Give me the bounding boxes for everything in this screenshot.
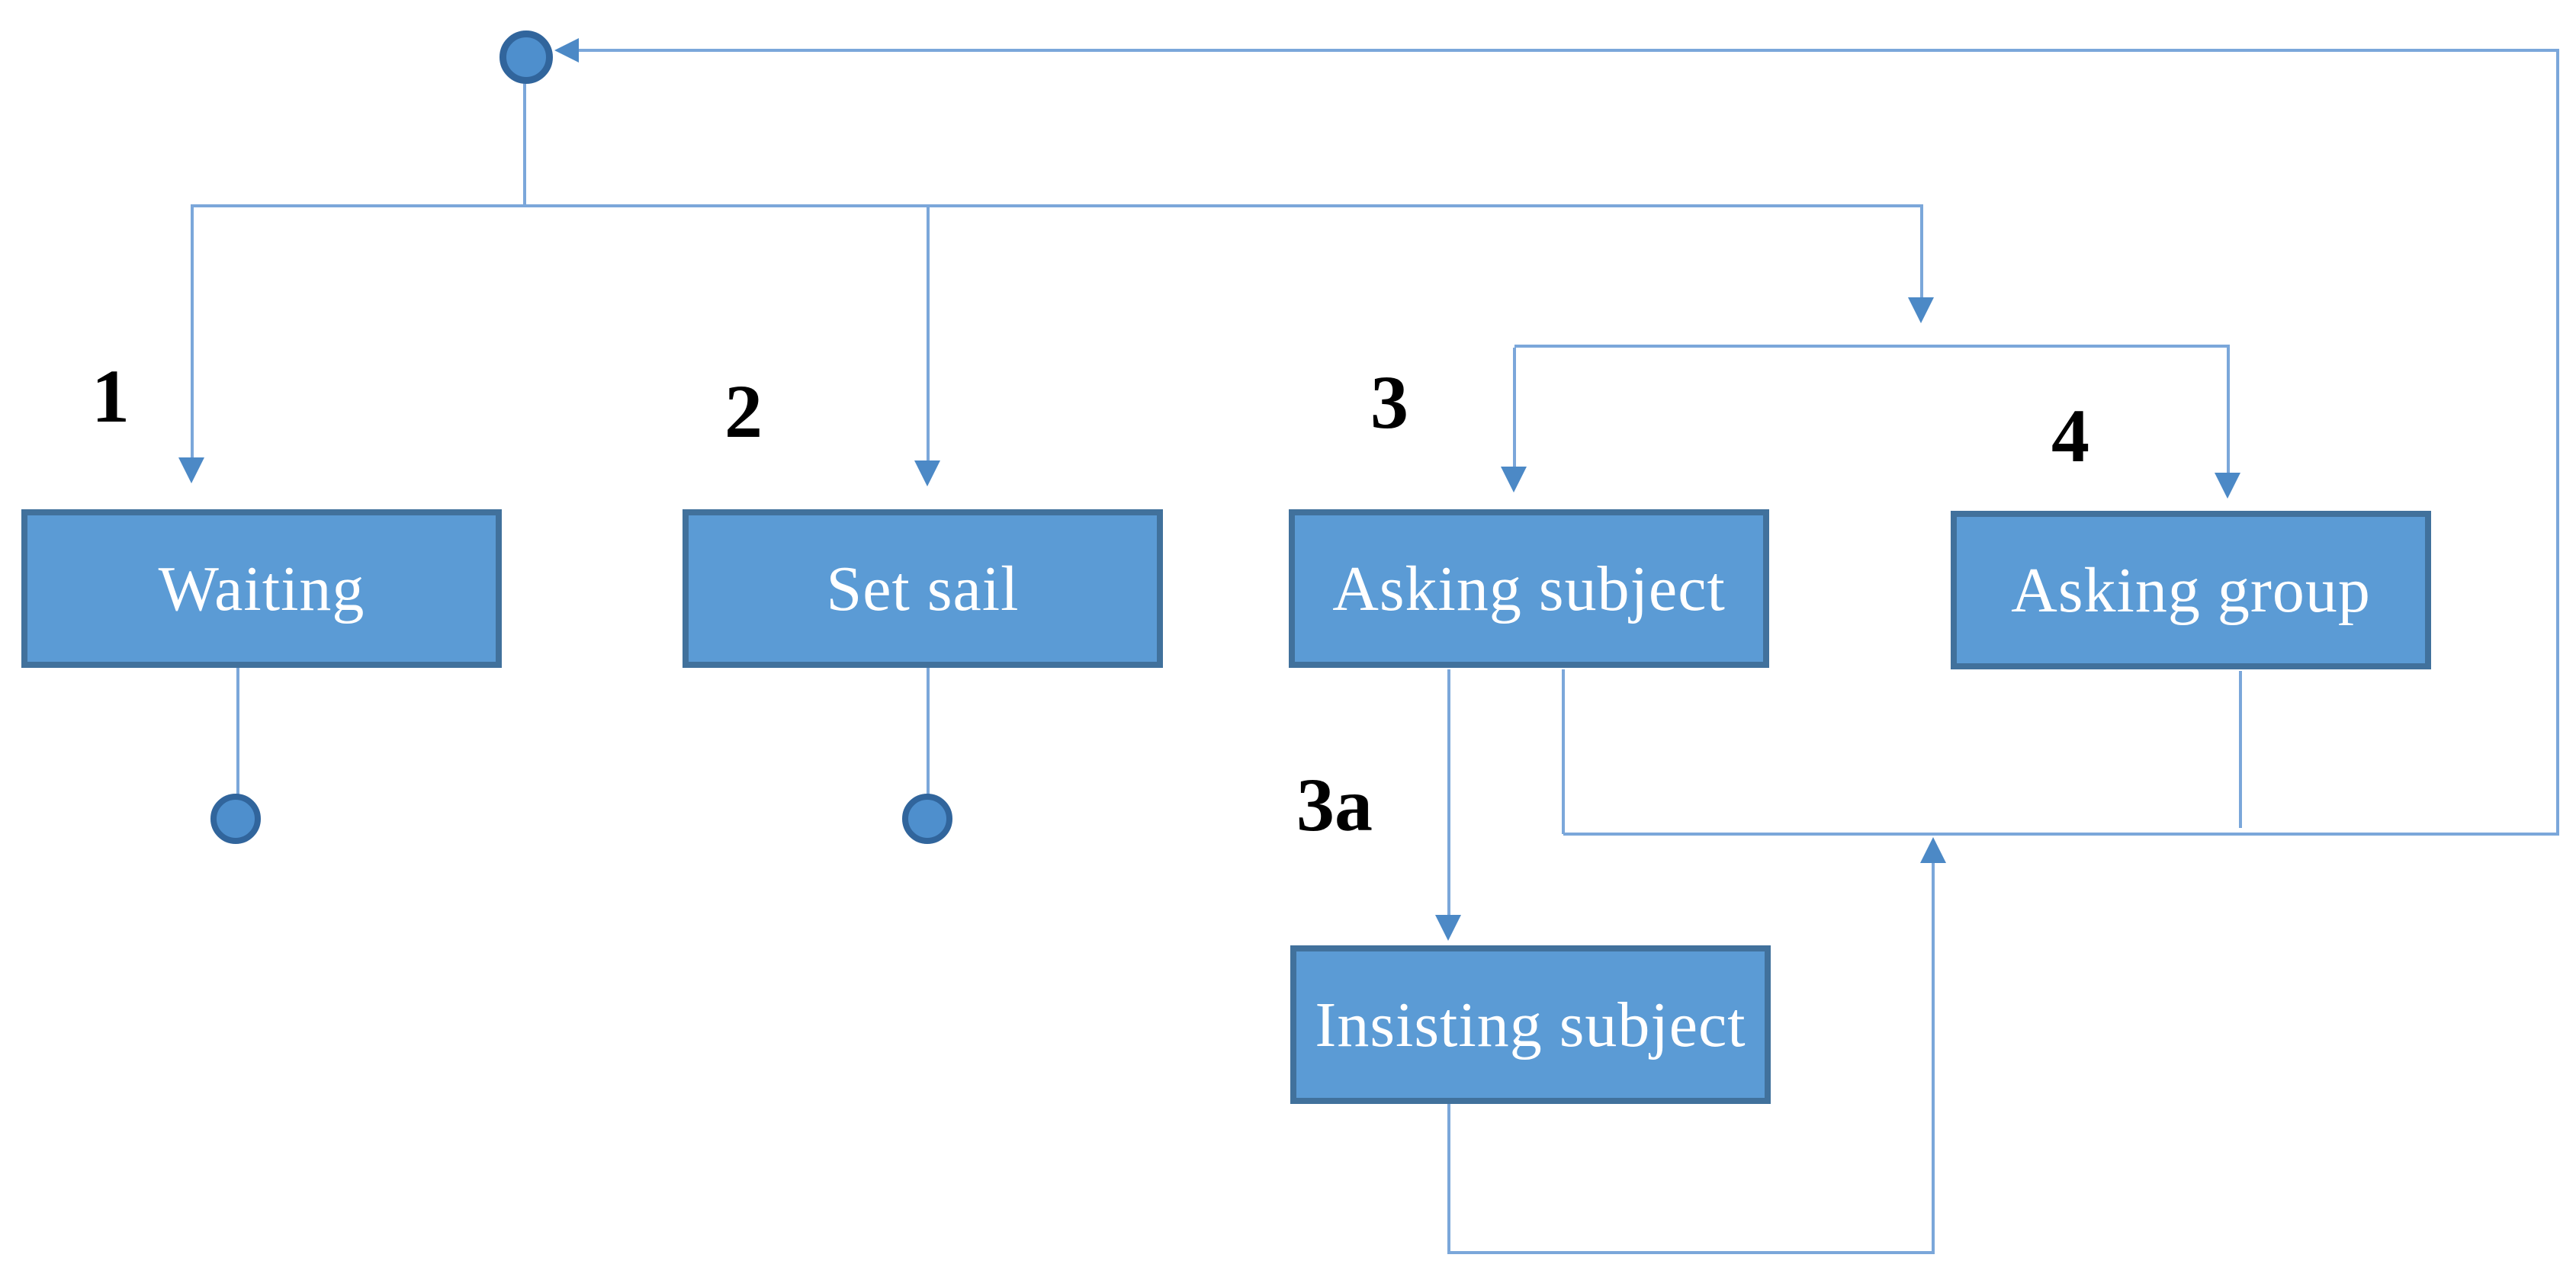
arrowhead-to-insisting-subject bbox=[1435, 915, 1461, 941]
asking-group-box-label: Asking group bbox=[2011, 554, 2371, 626]
asking-subject-box: Asking subject bbox=[1289, 509, 1769, 668]
edge-insisting-loop-right bbox=[1932, 862, 1935, 1254]
edge-to-asking-subject bbox=[1513, 348, 1516, 468]
set-sail-box-label: Set sail bbox=[826, 553, 1020, 624]
edge-asking-group-out bbox=[2239, 671, 2242, 828]
step-label-4: 4 bbox=[2051, 393, 2089, 478]
edge-to-waiting bbox=[191, 207, 194, 459]
asking-subject-box-label: Asking subject bbox=[1332, 553, 1726, 624]
step-label-3a: 3a bbox=[1296, 762, 1373, 847]
step-label-3: 3 bbox=[1370, 360, 1408, 444]
arrowhead-to-waiting bbox=[178, 457, 204, 483]
arrowhead-to-asking-subject bbox=[1501, 467, 1527, 493]
edge-to-branch bbox=[1920, 207, 1923, 299]
edge-branch bbox=[1514, 345, 2230, 348]
arrowhead-to-branch bbox=[1908, 297, 1934, 323]
edge-return-top bbox=[579, 49, 2559, 52]
edge-set-sail-to-end bbox=[927, 668, 930, 795]
step-label-1: 1 bbox=[92, 354, 130, 438]
edge-return-right bbox=[2556, 49, 2559, 836]
arrowhead-into-start-circle bbox=[554, 38, 579, 63]
waiting-box-label: Waiting bbox=[158, 553, 365, 624]
insisting-subject-box-label: Insisting subject bbox=[1315, 989, 1746, 1060]
edge-waiting-to-end bbox=[236, 668, 239, 795]
start-circle bbox=[499, 30, 553, 84]
edge-to-asking-group bbox=[2227, 348, 2230, 474]
edge-asking-subject-out bbox=[1562, 669, 1565, 834]
edge-to-set-sail bbox=[927, 207, 930, 462]
edge-return-bottom bbox=[1563, 833, 2559, 836]
insisting-subject-box: Insisting subject bbox=[1290, 945, 1771, 1104]
edge-to-insisting-subject bbox=[1447, 669, 1450, 918]
end-circle-set-sail bbox=[902, 794, 952, 844]
arrowhead-insisting-loop-up bbox=[1920, 837, 1946, 863]
edge-insisting-loop-bottom bbox=[1447, 1251, 1935, 1254]
step-label-2: 2 bbox=[724, 369, 763, 454]
edge-distribution bbox=[191, 204, 1923, 207]
edge-insisting-loop-left bbox=[1447, 1104, 1450, 1254]
end-circle-waiting bbox=[210, 794, 261, 844]
arrowhead-to-set-sail bbox=[914, 460, 940, 486]
asking-group-box: Asking group bbox=[1951, 511, 2431, 669]
edge-start-circle-tail bbox=[523, 84, 526, 206]
waiting-box: Waiting bbox=[21, 509, 502, 668]
set-sail-box: Set sail bbox=[683, 509, 1163, 668]
arrowhead-to-asking-group bbox=[2215, 473, 2240, 499]
